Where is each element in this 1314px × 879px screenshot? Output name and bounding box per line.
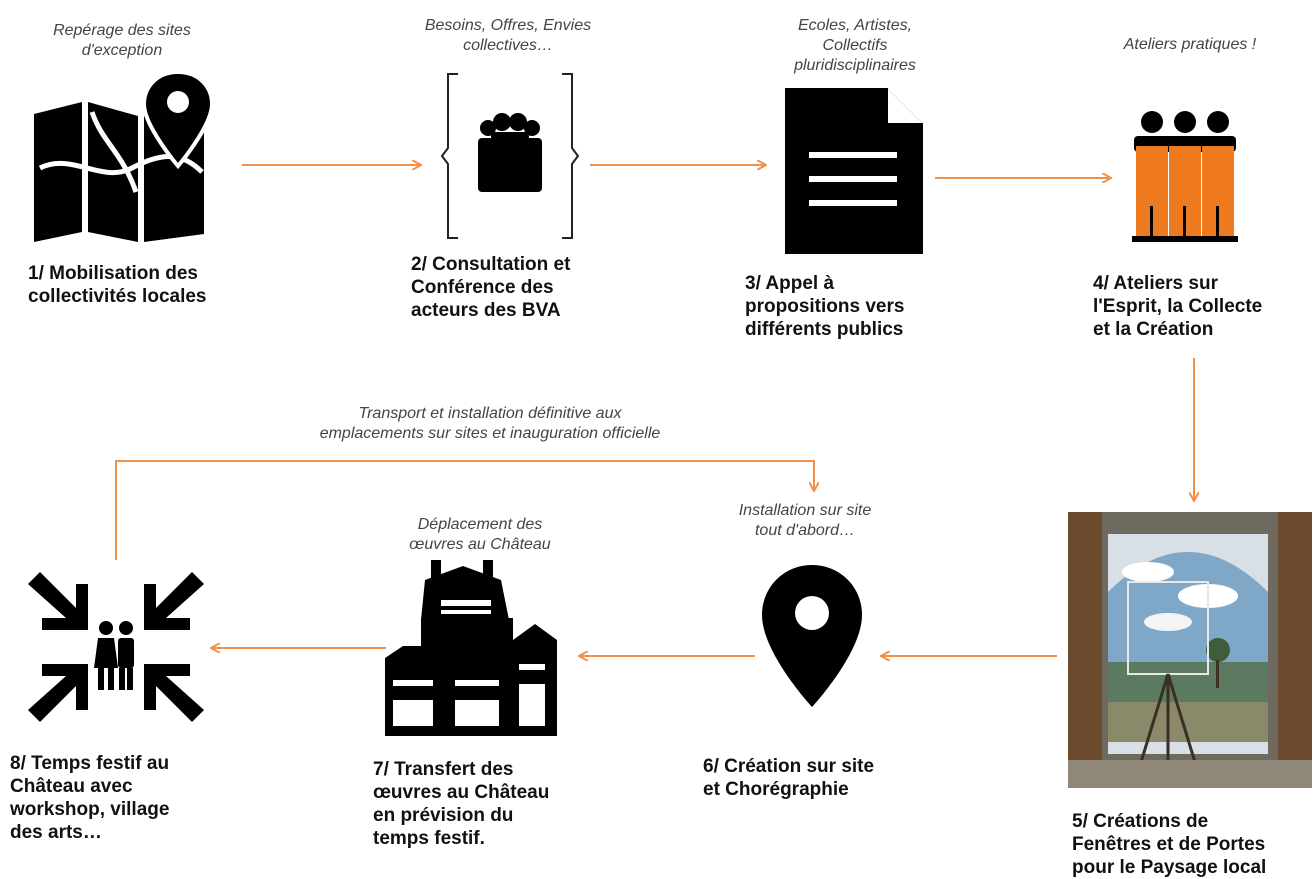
step-8-label: 8/ Temps festif au Château avec workshop… bbox=[10, 753, 170, 843]
castle-icon bbox=[385, 560, 559, 736]
step-6-label: 6/ Création sur site et Chorégraphie bbox=[703, 756, 875, 800]
step-2-label: 2/ Consultation et Conférence des acteur… bbox=[411, 254, 571, 321]
step-3-label: 3/ Appel à propositions vers différents … bbox=[745, 273, 905, 340]
loop-caption: Transport et installation définitive aux… bbox=[319, 405, 661, 442]
group-people-icon bbox=[440, 72, 580, 240]
painting-image bbox=[1068, 512, 1312, 788]
step-3-caption: Ecoles, Artistes, Collectifs pluridiscip… bbox=[794, 17, 916, 74]
location-marker-icon bbox=[762, 565, 862, 707]
step-1-caption: Repérage des sites d'exception bbox=[53, 22, 191, 59]
step-7-label: 7/ Transfert des œuvres au Château en pr… bbox=[373, 759, 550, 849]
document-icon bbox=[785, 88, 925, 254]
step-1-label: 1/ Mobilisation des collectivités locale… bbox=[28, 263, 207, 307]
step-2-caption: Besoins, Offres, Envies collectives… bbox=[424, 17, 592, 54]
arrow-loop-8-6 bbox=[115, 460, 814, 560]
workers-icon bbox=[1130, 110, 1240, 242]
step-5-label: 5/ Créations de Fenêtres et de Portes po… bbox=[1072, 811, 1267, 878]
step-6-caption: Installation sur site tout d'abord… bbox=[738, 502, 872, 539]
gathering-icon bbox=[28, 572, 204, 722]
step-4-label: 4/ Ateliers sur l'Esprit, la Collecte et… bbox=[1093, 273, 1263, 340]
map-pin-icon bbox=[32, 72, 214, 242]
step-4-caption: Ateliers pratiques ! bbox=[1123, 36, 1257, 53]
step-7-caption: Déplacement des œuvres au Château bbox=[409, 516, 551, 553]
